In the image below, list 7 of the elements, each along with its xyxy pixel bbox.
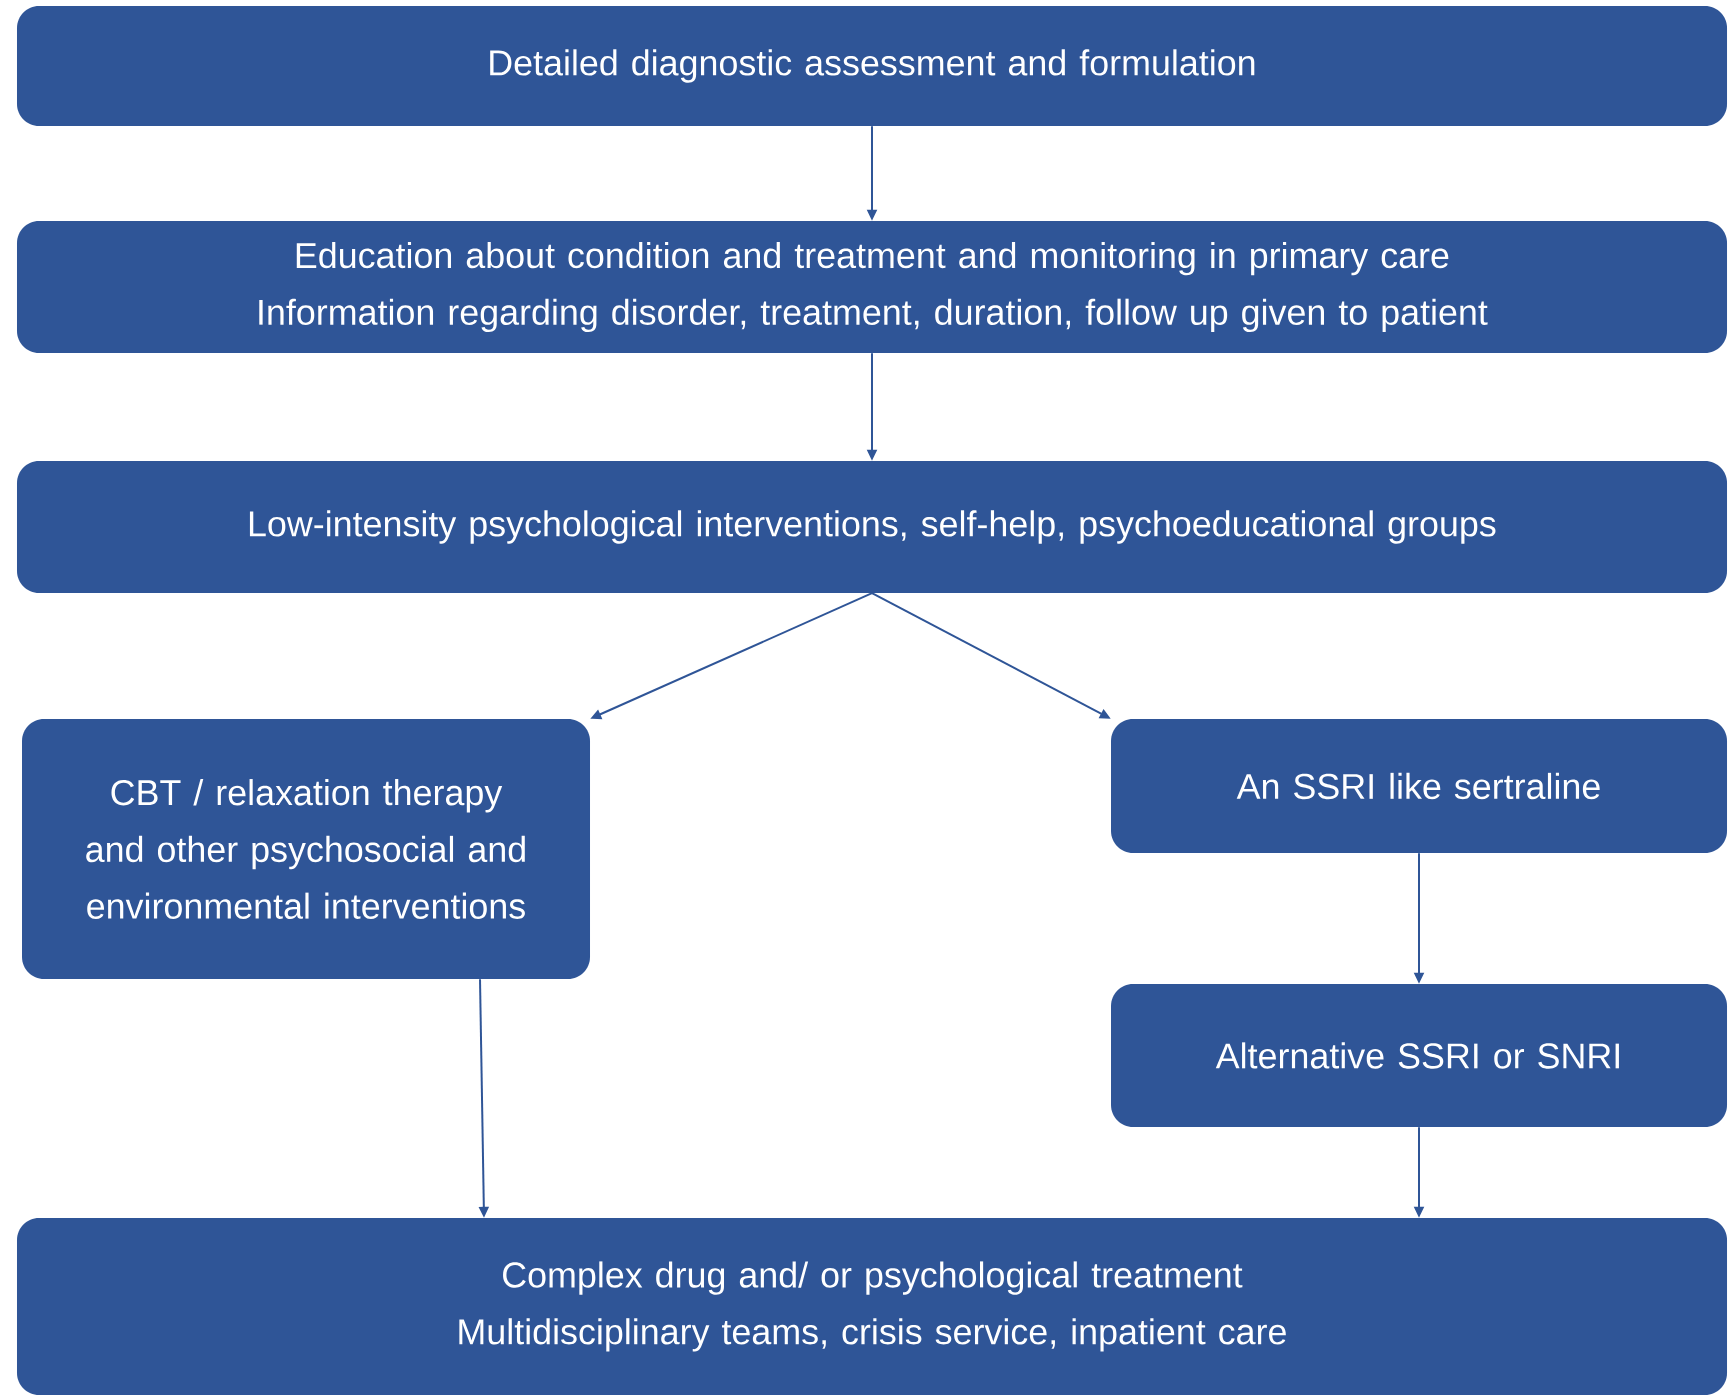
- process-box: Complex drug and/ or psychological treatment Multidisciplinary teams, crisis service, inpatient care: [17, 1218, 1727, 1395]
- process-box: An SSRI like sertraline: [1111, 719, 1727, 853]
- process-box: Alternative SSRI or SNRI: [1111, 984, 1727, 1127]
- process-box: CBT / relaxation therapy and other psychosocial and environmental interventions: [22, 719, 590, 979]
- process-box: Education about condition and treatment and monitoring in primary care Information regarding disorder, treatment, duration, follow up given to patient: [17, 221, 1727, 353]
- process-box: Detailed diagnostic assessment and formulation: [17, 6, 1727, 126]
- process-box: Low-intensity psychological interventions, self-help, psychoeducational groups: [17, 461, 1727, 593]
